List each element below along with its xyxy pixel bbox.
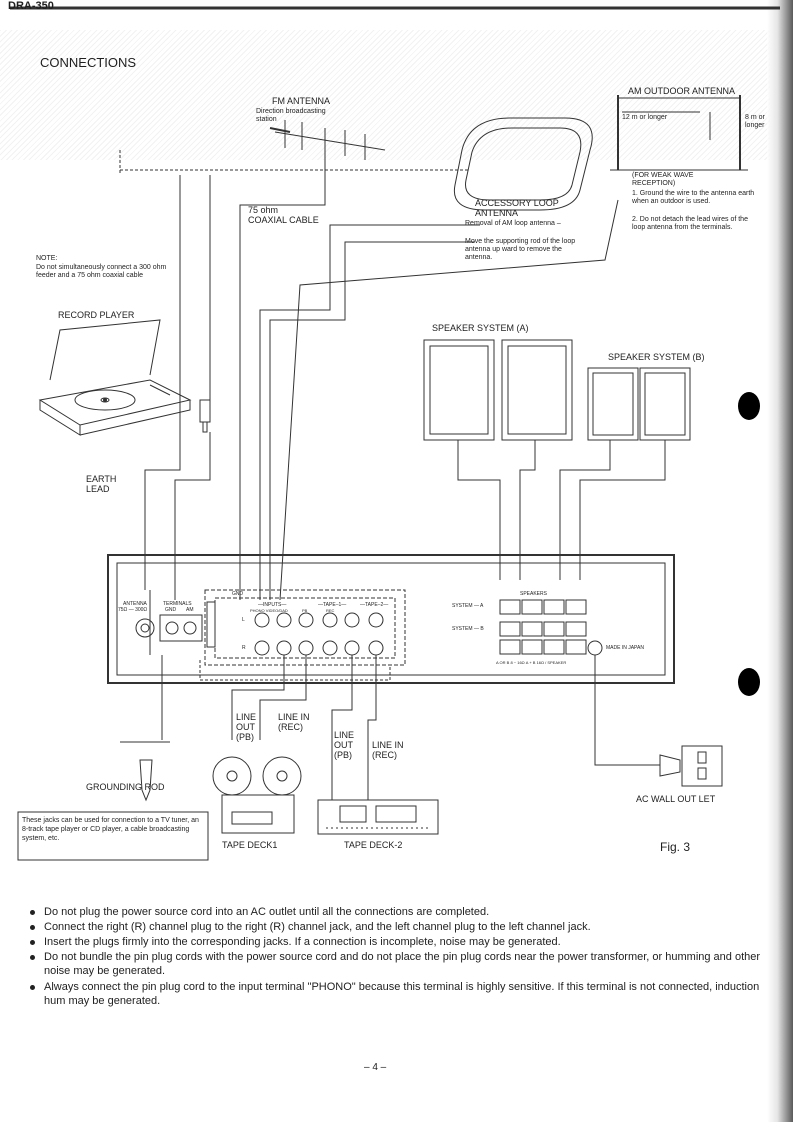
rear-system-a-label: SYSTEM — A bbox=[452, 603, 484, 609]
bullet-dot bbox=[30, 955, 35, 960]
note-label: NOTE: bbox=[36, 255, 58, 262]
fm-antenna-title: FM ANTENNA bbox=[272, 96, 331, 106]
bullet-item: Insert the plugs firmly into the corresp… bbox=[30, 935, 770, 949]
model-code: DRA-350 bbox=[8, 0, 54, 12]
rear-r-label: R bbox=[242, 645, 246, 651]
bullet-dot bbox=[30, 940, 35, 945]
rear-am-label: AM bbox=[186, 607, 194, 613]
rear-antenna-label: ANTENNA bbox=[123, 601, 147, 607]
rear-speakers-label: SPEAKERS bbox=[520, 591, 547, 597]
tape-deck1-line-in: LINE IN (REC) bbox=[278, 712, 310, 732]
rear-l-label: L bbox=[242, 617, 245, 623]
loop-antenna-instructions: Move the supporting rod of the loop ante… bbox=[465, 238, 576, 261]
scan-noise-texture bbox=[0, 30, 770, 160]
speaker-b-right-icon bbox=[639, 367, 691, 441]
bullet-text: Do not bundle the pin plug cords with th… bbox=[44, 951, 761, 977]
rear-terminals-label: TERMINALS bbox=[163, 601, 192, 607]
note-text: Do not simultaneously connect a 300 ohm … bbox=[36, 264, 167, 279]
bullet-text: Always connect the pin plug cord to the … bbox=[44, 981, 760, 1007]
speaker-system-a-label: SPEAKER SYSTEM (A) bbox=[432, 323, 529, 333]
bullet-dot bbox=[30, 925, 35, 930]
rear-made-in-label: MADE IN JAPAN bbox=[606, 645, 644, 651]
fm-cable-ohm: 75 ohm bbox=[248, 205, 279, 215]
tape-deck2-line-in: LINE IN (REC) bbox=[372, 740, 404, 760]
ac-outlet-label: AC WALL OUT LET bbox=[636, 794, 716, 804]
rear-antenna-sub: 75Ω — 300Ω bbox=[118, 607, 148, 613]
am-step-1: 1. Ground the wire to the antenna earth … bbox=[632, 190, 755, 205]
speaker-a-left-icon bbox=[423, 339, 495, 441]
speaker-terminals bbox=[499, 599, 587, 655]
tape-deck1-line-out: LINE OUT (PB) bbox=[236, 712, 257, 742]
record-player-label: RECORD PLAYER bbox=[58, 310, 135, 320]
am-step-2: 2. Do not detach the lead wires of the l… bbox=[632, 216, 748, 231]
grounding-rod-icon bbox=[139, 759, 153, 802]
tape-deck2-label: TAPE DECK-2 bbox=[344, 840, 403, 850]
tape-deck1-label: TAPE DECK1 bbox=[222, 840, 278, 850]
page-number: – 4 – bbox=[364, 1062, 387, 1073]
rear-gnd-top-label: GND bbox=[232, 591, 244, 597]
bullet-text: Do not plug the power source cord into a… bbox=[44, 906, 490, 918]
rear-phono-video-label: PHONO VIDEO/DAD bbox=[250, 608, 288, 613]
am-weak-wave: (FOR WEAK WAVE RECEPTION) bbox=[632, 172, 694, 187]
fm-antenna-icon bbox=[269, 120, 386, 193]
speaker-a-right-icon bbox=[501, 339, 573, 441]
bullet-text: Insert the plugs firmly into the corresp… bbox=[44, 936, 561, 948]
jack-note-text: These jacks can be used for connection t… bbox=[22, 817, 199, 842]
bullet-dot bbox=[30, 910, 35, 915]
receiver-rear-panel bbox=[107, 554, 675, 684]
figure-label: Fig. 3 bbox=[660, 840, 691, 854]
rear-rec-label: REC bbox=[326, 608, 335, 613]
tape-deck2-line-out: LINE OUT (PB) bbox=[334, 730, 355, 760]
speaker-b-left-icon bbox=[587, 367, 639, 441]
binder-hole bbox=[738, 392, 760, 420]
tape-deck-1-icon bbox=[212, 756, 302, 834]
am-length-a: 12 m or longer bbox=[622, 114, 668, 121]
rear-pb-label: PB bbox=[302, 608, 308, 613]
am-length-b: 8 m or longer bbox=[745, 114, 765, 129]
rear-gnd-label: GND bbox=[165, 607, 177, 613]
bullet-dot bbox=[30, 985, 35, 990]
rca-plug-icon bbox=[199, 399, 211, 433]
page-title: CONNECTIONS bbox=[40, 55, 137, 70]
rear-tape1-label: —TAPE–1— bbox=[318, 602, 347, 608]
record-player-icon bbox=[38, 319, 192, 436]
rear-impedance-label: A OR B 8 ~ 16Ω A + B 16Ω / SPEAKER bbox=[496, 660, 567, 665]
loop-antenna-title: ACCESSORY LOOP ANTENNA bbox=[475, 198, 559, 218]
bullet-text: Connect the right (R) channel plug to th… bbox=[44, 921, 591, 933]
bullet-item: Do not plug the power source cord into a… bbox=[30, 905, 770, 919]
speaker-system-b-label: SPEAKER SYSTEM (B) bbox=[608, 352, 705, 362]
am-outdoor-antenna-icon bbox=[610, 95, 748, 171]
bullet-item: Do not bundle the pin plug cords with th… bbox=[30, 950, 770, 978]
tape-deck-2-icon bbox=[317, 799, 439, 835]
earth-lead-line1: EARTH bbox=[86, 474, 117, 484]
am-outdoor-title: AM OUTDOOR ANTENNA bbox=[628, 86, 736, 96]
scan-edge-shadow bbox=[767, 0, 793, 1122]
rear-tape2-label: —TAPE–2— bbox=[360, 602, 389, 608]
ac-outlet-icon bbox=[659, 745, 723, 787]
loop-antenna-icon bbox=[453, 117, 593, 211]
grounding-rod-label: GROUNDING ROD bbox=[86, 782, 165, 792]
rca-jack-grid bbox=[254, 612, 384, 656]
bullet-item: Always connect the pin plug cord to the … bbox=[30, 980, 770, 1008]
jack-note-box bbox=[17, 811, 209, 861]
rear-system-b-label: SYSTEM — B bbox=[452, 626, 484, 632]
fm-antenna-direction: Direction broadcasting station bbox=[256, 108, 326, 123]
binder-hole bbox=[738, 668, 760, 696]
earth-lead-line2: LEAD bbox=[86, 484, 110, 494]
rear-inputs-label: —INPUTS— bbox=[258, 602, 287, 608]
connections-diagram bbox=[10, 6, 780, 861]
loop-antenna-removal: Removal of AM loop antenna – bbox=[465, 220, 561, 227]
fm-cable-label: COAXIAL CABLE bbox=[248, 215, 319, 225]
bullet-item: Connect the right (R) channel plug to th… bbox=[30, 920, 770, 934]
